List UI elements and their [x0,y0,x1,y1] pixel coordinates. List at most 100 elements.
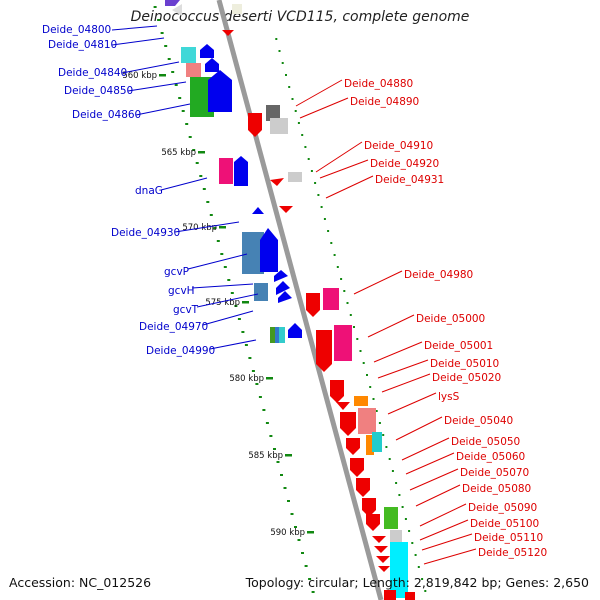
gene-box [384,507,398,529]
gene-box [232,4,242,14]
gene-label[interactable]: Deide_04970 [139,321,208,333]
scale-tick-label: 560 kbp [122,71,157,81]
gene-label[interactable]: gcvT [173,304,199,316]
label-leader-line [111,25,158,31]
label-leader-line [127,81,187,92]
gene-arrow [330,380,344,403]
gene-arrow [222,30,234,36]
gene-label[interactable]: Deide_04840 [58,67,127,79]
gene-arrow [276,281,290,295]
gene-box [254,283,268,301]
gene-arrow [172,4,182,16]
label-leader-line [423,548,477,565]
gene-box [186,63,201,77]
gene-label[interactable]: lysS [438,391,460,403]
gene-arrow [274,270,288,282]
inner-dot-track [153,6,315,593]
scale-tick-label: 580 kbp [229,374,264,384]
gene-label[interactable]: dnaG [135,185,163,197]
gene-arrow [279,206,293,213]
gene-box [270,327,275,343]
gene-label[interactable]: Deide_04910 [364,140,433,152]
gene-label[interactable]: Deide_05090 [468,502,537,514]
label-leader-line [395,416,443,441]
label-leader-line [353,270,403,295]
gene-arrow [306,293,320,317]
gene-label[interactable]: Deide_04880 [344,78,413,90]
label-leader-line [319,159,369,179]
label-leader-line [325,175,374,199]
gene-label[interactable]: Deide_05080 [462,483,531,495]
label-leader-line [387,392,437,415]
gene-label[interactable]: Deide_04890 [350,96,419,108]
label-leader-line [315,141,363,173]
gene-label[interactable]: Deide_05010 [430,358,499,370]
gene-label[interactable]: Deide_04980 [404,269,473,281]
gene-label[interactable]: Deide_05060 [456,451,525,463]
gene-label[interactable]: Deide_04931 [375,174,444,186]
map-title: Deinococcus deserti VCD115, complete gen… [130,9,470,25]
gene-label[interactable]: Deide_04800 [42,24,111,36]
gene-label[interactable]: Deide_05000 [416,313,485,325]
gene-arrow [278,291,292,303]
gene-arrow [366,514,380,531]
gene-label[interactable]: Deide_05110 [474,532,543,544]
gene-box [279,327,285,343]
label-leader-line [401,437,450,461]
gene-box [288,172,302,182]
gene-box [390,530,402,542]
scale-tick-label: 575 kbp [205,298,240,308]
gene-label[interactable]: Deide_05070 [460,467,529,479]
label-leader-line [421,533,473,551]
scale-tick [285,454,292,457]
gene-arrow [372,536,386,543]
gene-arrow [356,478,370,497]
gene-arrow [288,323,302,338]
left-label-group: Deide_04800Deide_04810Deide_04840Deide_0… [42,24,259,357]
gene-label[interactable]: Deide_05120 [478,547,547,559]
label-leader-line [121,61,180,74]
label-leader-line [419,503,467,527]
label-leader-line [174,221,240,233]
gene-arrow [205,58,219,72]
label-leader-line [405,452,455,475]
gene-label[interactable]: gcvH [168,285,195,297]
gene-arrow [252,207,264,214]
gene-label[interactable]: Deide_05050 [451,436,520,448]
gene-arrow [340,412,356,436]
gene-arrow [165,0,180,6]
gene-arrow [346,438,360,455]
label-leader-line [187,253,248,270]
gene-box [219,158,233,184]
gene-box [275,327,279,343]
label-leader-line [367,314,415,338]
scale-tick-label: 585 kbp [248,451,283,461]
gene-label[interactable]: Deide_05100 [470,518,539,530]
gene-label[interactable]: Deide_04860 [72,109,141,121]
gene-box [354,396,368,406]
gene-label[interactable]: Deide_04920 [370,158,439,170]
gene-box [384,590,396,600]
gene-label[interactable]: Deide_04990 [146,345,215,357]
gene-label[interactable]: Deide_04810 [48,39,117,51]
gene-label[interactable]: gcvP [164,266,189,278]
label-leader-line [377,359,429,379]
gene-box [266,105,280,121]
label-leader-line [160,177,208,191]
scale-tick [307,531,314,534]
gene-label[interactable]: Deide_04930 [111,227,180,239]
scale-tick-label: 590 kbp [270,528,305,538]
label-leader-line [295,79,343,107]
gene-label[interactable]: Deide_05001 [424,340,493,352]
label-leader-line [135,103,191,116]
gene-arrow [248,113,262,137]
topology-text: Topology: circular; Length: 2,819,842 bp… [245,575,589,590]
gene-label[interactable]: Deide_05040 [444,415,513,427]
gene-label[interactable]: Deide_04850 [64,85,133,97]
label-leader-line [196,293,259,308]
gene-label[interactable]: Deide_05020 [432,372,501,384]
scale-tick [159,74,166,77]
label-leader-line [299,97,349,119]
gene-arrow [376,556,390,563]
